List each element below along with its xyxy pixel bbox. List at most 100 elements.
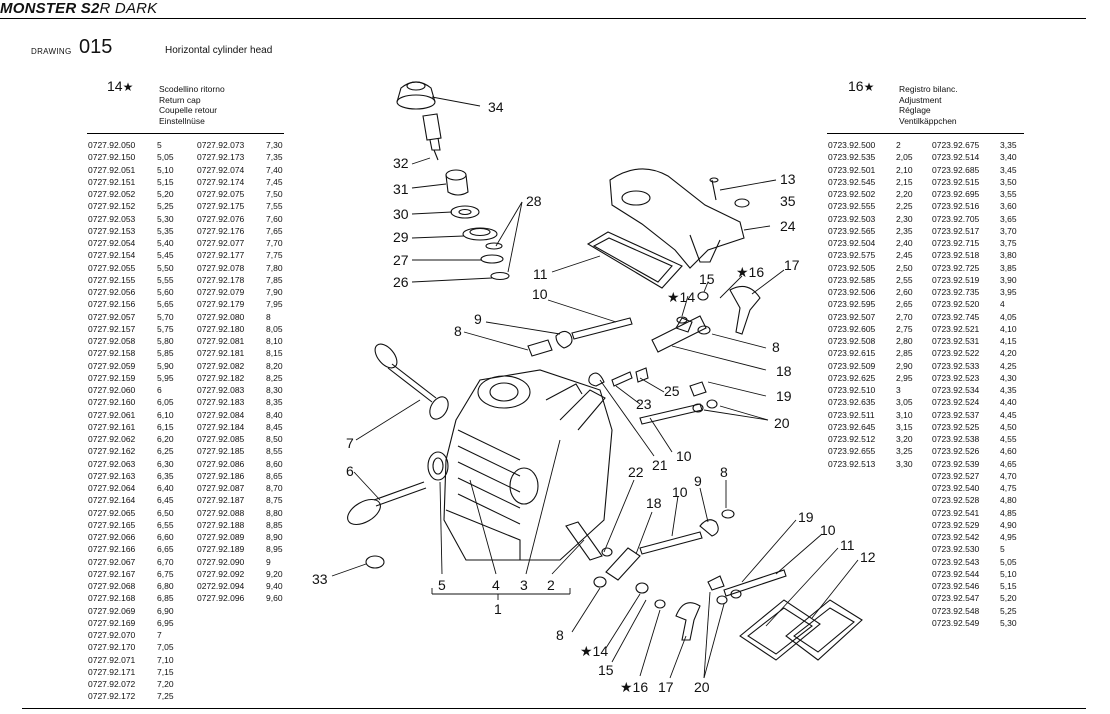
- table-cell: 4,45: [1000, 409, 1017, 420]
- table-cell: 6: [157, 385, 162, 395]
- callout-8: 8: [454, 323, 462, 339]
- table-cell: 0727.92.081: [197, 336, 245, 346]
- table-cell: 0723.92.541: [932, 507, 980, 518]
- callout-17: 17: [784, 257, 800, 273]
- table-cell: 7,90: [266, 287, 283, 297]
- callout-labels: 34 32 31 30 29 27 26 28 11 10 9 8 7 6 5 …: [312, 99, 876, 695]
- table-cell: 3,10: [896, 409, 913, 420]
- table-cell: 4,15: [1000, 336, 1017, 346]
- table-cell: 0723.92.655: [828, 446, 876, 457]
- table-cell: 0723.92.524: [932, 397, 980, 408]
- table-cell: 5,25: [157, 201, 174, 212]
- table-cell: 5,70: [157, 311, 174, 322]
- table-cell: 4,70: [1000, 470, 1017, 481]
- callout-15: 15: [699, 271, 715, 287]
- table-cell: 0723.92.675: [932, 140, 980, 150]
- callout-23: 23: [636, 396, 652, 412]
- table-cell: 0723.92.508: [828, 336, 876, 346]
- table-cell: 4,85: [1000, 507, 1017, 518]
- table-cell: 0727.92.070: [88, 630, 136, 640]
- table-cell: 0723.92.502: [828, 189, 876, 199]
- table-cell: 0723.92.745: [932, 311, 980, 322]
- table-cell: 0723.92.545: [828, 176, 876, 187]
- table-cell: 4,10: [1000, 323, 1017, 334]
- table-cell: 6,10: [157, 409, 174, 420]
- callout-27: 27: [393, 252, 409, 268]
- table-cell: 0727.92.066: [88, 532, 136, 542]
- table-cell: 0727.92.176: [197, 225, 245, 236]
- table-cell: 0727.92.162: [88, 446, 136, 457]
- table-cell: 0727.92.067: [88, 556, 136, 567]
- table-cell: 5,25: [1000, 605, 1017, 616]
- table-cell: 8,90: [266, 532, 283, 542]
- table-cell: 3,05: [896, 397, 913, 408]
- table-cell: 4,25: [1000, 360, 1017, 371]
- table-cell: 0723.92.725: [932, 262, 980, 273]
- drawing-title: Horizontal cylinder head: [165, 45, 273, 56]
- table-cell: 0727.92.184: [197, 421, 245, 432]
- table-cell: 0727.92.172: [88, 691, 136, 702]
- callout-21: 21: [652, 457, 668, 473]
- table-cell: 5,65: [157, 299, 174, 310]
- table-cell: 0727.92.164: [88, 495, 136, 506]
- table-cell: 6,75: [157, 568, 174, 579]
- drawing-label: DRAWING: [31, 47, 72, 56]
- table-cell: 0723.92.523: [932, 372, 980, 383]
- table-cell: 0723.92.522: [932, 348, 980, 359]
- table-cell: 0723.92.539: [932, 458, 980, 469]
- table-cell: 9: [266, 556, 271, 567]
- table-cell: 0723.92.521: [932, 323, 980, 334]
- table-cell: 4,80: [1000, 495, 1017, 506]
- table-cell: 0723.92.514: [932, 152, 980, 163]
- table-cell: 0727.92.084: [197, 409, 245, 420]
- table-cell: 0727.92.154: [88, 250, 136, 261]
- part-bush: [445, 169, 469, 196]
- callout-34: 34: [488, 99, 504, 115]
- table-cell: 0727.92.079: [197, 287, 245, 297]
- table-cell: 0727.92.167: [88, 568, 136, 579]
- table-cell: 6,95: [157, 617, 174, 628]
- table-cell: 7,25: [157, 691, 174, 702]
- table-cell: 0727.92.065: [88, 507, 136, 518]
- table-cell: 8,30: [266, 385, 283, 395]
- table-cell: 2,90: [896, 360, 913, 371]
- table-cell: 0727.92.063: [88, 458, 136, 469]
- table-cell: 8,35: [266, 397, 283, 408]
- table-cell: 5,55: [157, 274, 174, 285]
- table-cell: 0727.92.156: [88, 299, 136, 310]
- table-cell: 5,05: [1000, 556, 1017, 567]
- table-cell: 3,70: [1000, 225, 1017, 236]
- table-cell: 0727.92.166: [88, 544, 136, 555]
- part-gasket-upper: [586, 231, 683, 289]
- table-cell: 7,50: [266, 189, 283, 199]
- table-cell: 0723.92.513: [828, 458, 876, 469]
- table-cell: 0723.92.517: [932, 225, 980, 236]
- table-cell: 8,15: [266, 348, 283, 359]
- right-ref-number: 16★: [848, 78, 875, 94]
- table-cell: 0723.92.547: [932, 593, 980, 604]
- table-cell: 5,15: [1000, 581, 1017, 591]
- table-cell: 2,65: [896, 299, 913, 310]
- table-cell: 0723.92.535: [828, 152, 876, 163]
- table-cell: 7,05: [157, 642, 174, 653]
- table-cell: 7,85: [266, 274, 283, 285]
- callout-20: 20: [774, 415, 790, 431]
- table-cell: 0723.92.530: [932, 544, 980, 555]
- table-cell: 5,45: [157, 250, 174, 261]
- table-cell: 0723.92.565: [828, 225, 876, 236]
- table-cell: 0727.92.072: [88, 679, 136, 689]
- callout-35: 35: [780, 193, 796, 209]
- callout-18-lower: 18: [646, 495, 662, 511]
- table-cell: 0727.92.173: [197, 152, 245, 163]
- table-cell: 8,80: [266, 507, 283, 518]
- left-table-rule: [87, 133, 284, 134]
- table-cell: 6,45: [157, 495, 174, 506]
- table-cell: 3,85: [1000, 262, 1017, 273]
- table-cell: 0723.92.504: [828, 238, 876, 248]
- table-cell: 7,60: [266, 213, 283, 224]
- table-cell: 0727.92.179: [197, 299, 245, 310]
